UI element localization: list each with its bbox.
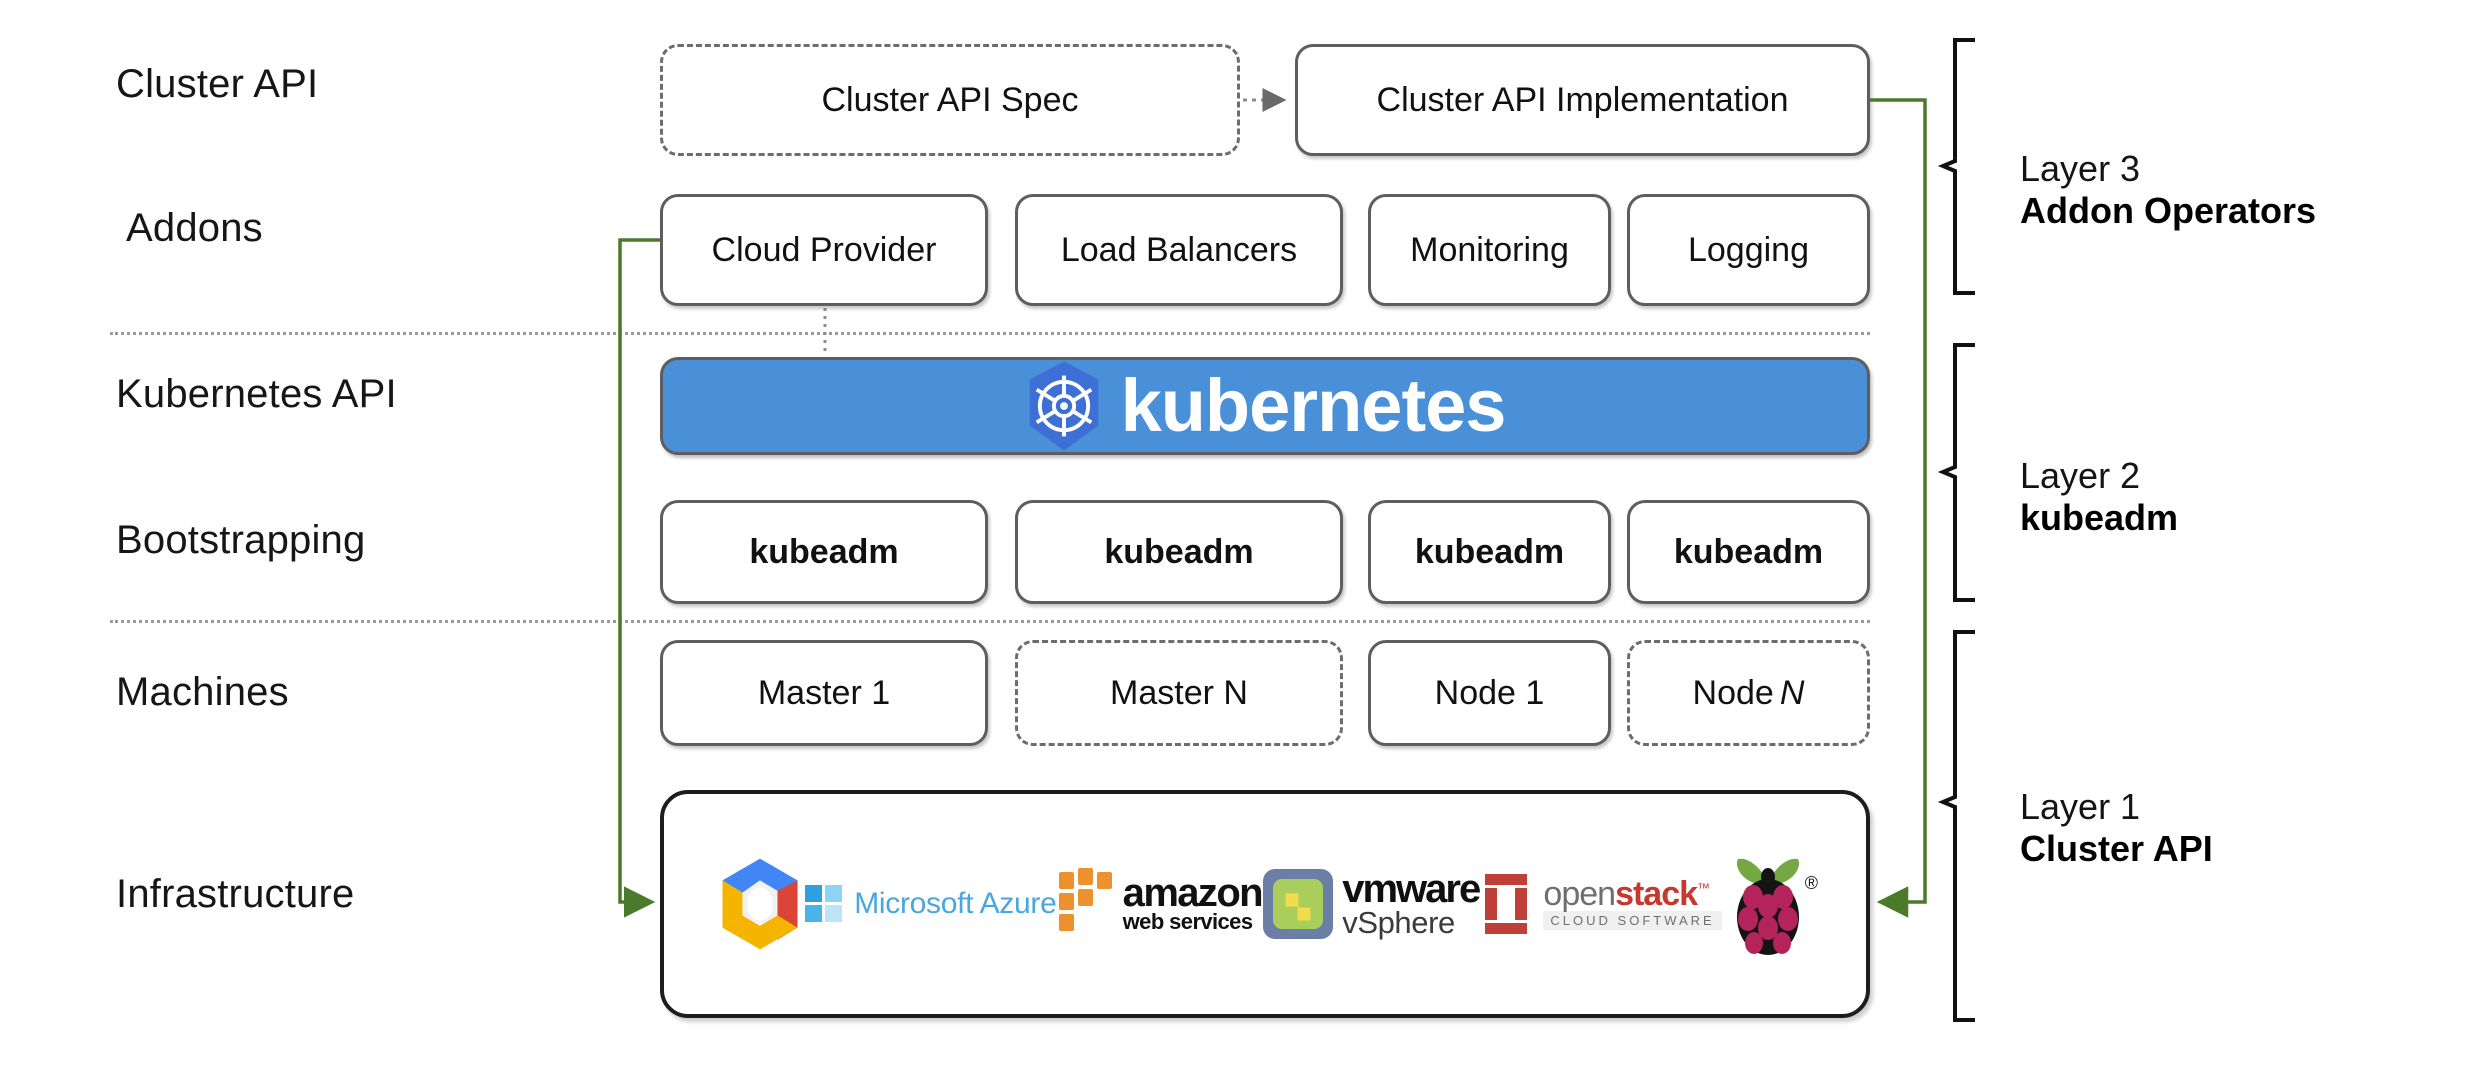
box-addon-load-balancers[interactable]: Load Balancers	[1015, 194, 1343, 306]
row-label-machines: Machines	[116, 670, 289, 714]
box-label: Master N	[1110, 673, 1248, 712]
layer-title: Layer 2	[2020, 455, 2141, 496]
layer-title: Layer 1	[2020, 786, 2141, 827]
aws-label-line1: amazon	[1122, 870, 1264, 915]
box-label: Node	[1692, 673, 1774, 712]
box-label: kubeadm	[749, 532, 899, 571]
row-label-bootstrapping: Bootstrapping	[116, 518, 366, 562]
bracket-layer-3	[1937, 38, 1975, 295]
bracket-layer-1	[1937, 630, 1975, 1022]
row-label-infrastructure: Infrastructure	[116, 872, 355, 916]
vmware-label-line1: vmware	[1342, 866, 1481, 911]
vmware-vsphere-logo: vmware vSphere	[1262, 866, 1481, 940]
box-label: Monitoring	[1410, 230, 1569, 269]
layer-caption-3: Layer 3 Addon Operators	[2020, 148, 2316, 233]
box-machine-master-n[interactable]: Master N	[1015, 640, 1343, 746]
kubernetes-wordmark: kubernetes	[1120, 364, 1507, 447]
layer-subtitle: kubeadm	[2020, 497, 2179, 539]
layer-caption-1: Layer 1 Cluster API	[2020, 786, 2213, 871]
layer-title: Layer 3	[2020, 148, 2141, 189]
box-kubeadm-3[interactable]: kubeadm	[1368, 500, 1611, 604]
box-kubeadm-1[interactable]: kubeadm	[660, 500, 988, 604]
box-cluster-api-spec[interactable]: Cluster API Spec	[660, 44, 1240, 156]
microsoft-azure-label: Microsoft Azure	[854, 887, 1057, 920]
bracket-layer-2	[1937, 343, 1975, 602]
box-machine-node-1[interactable]: Node 1	[1368, 640, 1611, 746]
amazon-web-services-logo: amazon web services	[1057, 866, 1264, 942]
separator-layer2-layer1	[110, 620, 1870, 623]
box-label-italic-suffix: N	[1779, 673, 1805, 712]
openstack-label-stack: stack	[1615, 875, 1698, 914]
openstack-label-open: open	[1543, 875, 1616, 914]
row-label-kubernetes-api: Kubernetes API	[116, 372, 397, 416]
box-label: Master 1	[757, 673, 891, 712]
box-label: Logging	[1687, 230, 1809, 269]
microsoft-azure-logo: Microsoft Azure	[804, 884, 1057, 924]
box-machine-master-1[interactable]: Master 1	[660, 640, 988, 746]
separator-layer3-layer2	[110, 332, 1870, 335]
box-kubeadm-2[interactable]: kubeadm	[1015, 500, 1343, 604]
kubernetes-helm-wheel-icon	[1025, 360, 1103, 452]
box-kubeadm-4[interactable]: kubeadm	[1627, 500, 1870, 604]
arrow-cloud-provider-to-infrastructure	[618, 238, 660, 918]
openstack-trademark: ™	[1697, 881, 1710, 897]
google-cloud-platform-logo	[716, 856, 804, 952]
layer-caption-2: Layer 2 kubeadm	[2020, 455, 2178, 540]
raspberry-pi-registered-mark: ®	[1804, 873, 1818, 893]
row-label-cluster-api: Cluster API	[116, 62, 319, 106]
box-label: Load Balancers	[1060, 230, 1298, 269]
box-addon-logging[interactable]: Logging	[1627, 194, 1870, 306]
layer-subtitle: Cluster API	[2020, 828, 2213, 870]
box-infrastructure[interactable]: Microsoft Azure amazon web services	[660, 790, 1870, 1018]
openstack-wordmark: openstack™	[1543, 875, 1721, 914]
box-label: Cluster API Spec	[821, 80, 1079, 119]
box-label: kubeadm	[1673, 532, 1824, 571]
row-label-addons: Addons	[126, 206, 263, 250]
kubernetes-api-banner[interactable]: kubernetes	[660, 357, 1870, 455]
vmware-label-line2: vSphere	[1342, 904, 1455, 940]
layer-subtitle: Addon Operators	[2020, 190, 2317, 232]
openstack-logo: openstack™ CLOUD SOFTWARE	[1479, 870, 1722, 938]
box-label: kubeadm	[1414, 532, 1565, 571]
box-addon-monitoring[interactable]: Monitoring	[1368, 194, 1611, 306]
openstack-label-line2: CLOUD SOFTWARE	[1543, 910, 1722, 930]
box-label: Cluster API Implementation	[1376, 80, 1789, 119]
arrow-implementation-to-infrastructure	[1870, 98, 1927, 918]
box-cluster-api-implementation[interactable]: Cluster API Implementation	[1295, 44, 1870, 156]
box-label: kubeadm	[1104, 532, 1254, 571]
aws-label-line2: web services	[1122, 909, 1253, 935]
box-label: Node 1	[1434, 673, 1545, 712]
box-label: Cloud Provider	[711, 230, 937, 269]
raspberry-pi-logo: ®	[1722, 849, 1818, 959]
box-addon-cloud-provider[interactable]: Cloud Provider	[660, 194, 988, 306]
